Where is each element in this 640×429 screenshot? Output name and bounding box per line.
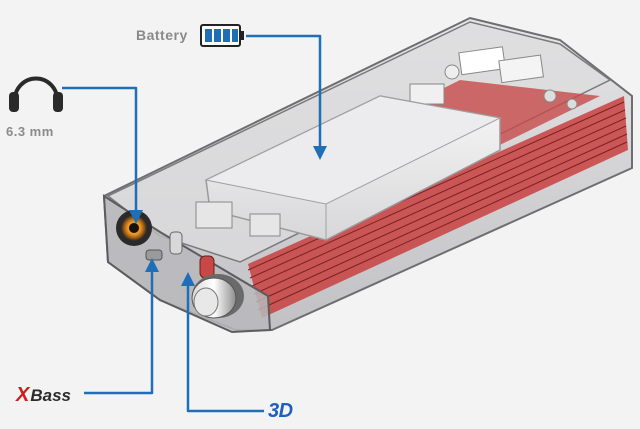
three-d-label: 3D [268,400,293,422]
xbass-switch [145,231,183,261]
xbass-label-rest: Bass [30,386,71,405]
three-d-leader [186,282,264,413]
pcb-side-stripes [247,96,628,318]
volume-knob [191,274,244,319]
xbass-arrowhead [145,258,159,272]
callout-arrowheads [129,146,327,286]
headphones-icon [9,76,63,112]
callout-leader-lines [62,34,322,413]
jack-size-label: 6.3 mm [6,124,54,139]
jack-leader [62,86,138,214]
battery-icon [200,24,244,47]
three-d-arrowhead [181,272,195,286]
xbass-leader [84,268,154,395]
xbass-label: XBass [16,384,71,407]
battery-leader [246,34,322,150]
jack-arrowhead [129,210,143,224]
headphone-jack [116,210,152,246]
battery-label: Battery [136,27,188,43]
xbass-label-x: X [16,384,30,406]
battery-arrowhead [313,146,327,160]
internal-components [195,201,281,237]
battery-cell [204,95,502,241]
